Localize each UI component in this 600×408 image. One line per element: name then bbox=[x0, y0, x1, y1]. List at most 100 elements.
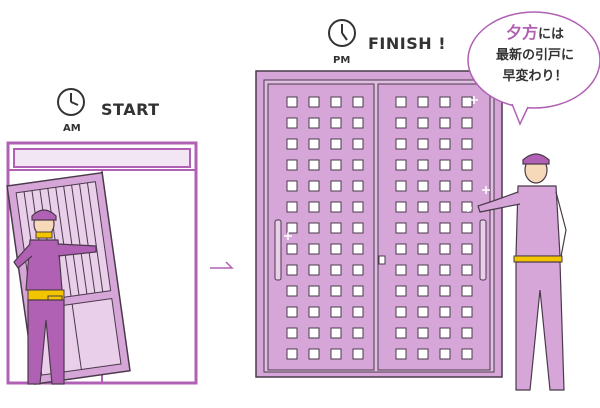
door-glass-pane bbox=[330, 243, 342, 255]
door-glass-pane bbox=[286, 222, 298, 234]
door-glass-pane bbox=[308, 117, 320, 129]
door-glass-pane bbox=[439, 306, 451, 318]
door-glass-pane bbox=[439, 96, 451, 108]
door-glass-pane bbox=[308, 180, 320, 192]
door-glass-pane bbox=[330, 348, 342, 360]
door-glass-pane bbox=[352, 306, 364, 318]
door-glass-pane bbox=[395, 306, 407, 318]
door-glass-pane bbox=[286, 180, 298, 192]
door-glass-pane bbox=[417, 243, 429, 255]
door-glass-pane bbox=[461, 180, 473, 192]
door-glass-pane bbox=[352, 264, 364, 276]
door-glass-pane bbox=[461, 306, 473, 318]
time-pm-label: PM bbox=[333, 55, 351, 66]
door-glass-pane bbox=[330, 285, 342, 297]
door-glass-pane bbox=[417, 201, 429, 213]
door-glass-pane bbox=[352, 327, 364, 339]
door-glass-pane bbox=[330, 96, 342, 108]
door-glass-pane bbox=[330, 264, 342, 276]
door-glass-pane bbox=[417, 180, 429, 192]
door-glass-pane bbox=[286, 117, 298, 129]
door-glass-pane bbox=[308, 222, 320, 234]
time-am-label: AM bbox=[63, 123, 81, 134]
door-glass-pane bbox=[286, 306, 298, 318]
speech-line2: 最新の引戸に bbox=[495, 48, 574, 63]
door-glass-pane bbox=[286, 348, 298, 360]
door-glass-pane bbox=[308, 243, 320, 255]
door-glass-pane bbox=[308, 96, 320, 108]
door-glass-pane bbox=[308, 348, 320, 360]
door-glass-pane bbox=[308, 306, 320, 318]
door-glass-pane bbox=[417, 306, 429, 318]
door-glass-pane bbox=[395, 222, 407, 234]
door-glass-pane bbox=[461, 327, 473, 339]
door-glass-pane bbox=[308, 285, 320, 297]
door-glass-pane bbox=[352, 243, 364, 255]
door-glass-pane bbox=[352, 201, 364, 213]
door-glass-pane bbox=[286, 201, 298, 213]
door-glass-pane bbox=[330, 327, 342, 339]
door-glass-pane bbox=[286, 327, 298, 339]
door-glass-pane bbox=[308, 201, 320, 213]
door-glass-pane bbox=[461, 117, 473, 129]
door-glass-pane bbox=[439, 222, 451, 234]
door-glass-pane bbox=[461, 285, 473, 297]
door-glass-pane bbox=[286, 285, 298, 297]
speech-text: 夕方には 最新の引戸に 早変わり！ bbox=[486, 22, 584, 87]
door-glass-pane bbox=[395, 243, 407, 255]
door-glass-pane bbox=[439, 243, 451, 255]
door-glass-pane bbox=[395, 138, 407, 150]
door-glass-pane bbox=[352, 348, 364, 360]
door-glass-pane bbox=[461, 264, 473, 276]
clock-pm-icon bbox=[328, 19, 356, 47]
door-glass-pane bbox=[417, 327, 429, 339]
door-glass-pane bbox=[461, 348, 473, 360]
worker-removing-door bbox=[13, 209, 97, 385]
door-glass-pane bbox=[395, 201, 407, 213]
door-glass-pane bbox=[330, 159, 342, 171]
door-glass-pane bbox=[395, 117, 407, 129]
door-glass-pane bbox=[439, 138, 451, 150]
door-glass-pane bbox=[330, 306, 342, 318]
door-glass-pane bbox=[286, 138, 298, 150]
door-glass-pane bbox=[417, 285, 429, 297]
door-glass-pane bbox=[286, 264, 298, 276]
start-label: START bbox=[101, 100, 160, 119]
door-glass-pane bbox=[439, 180, 451, 192]
door-glass-pane bbox=[439, 348, 451, 360]
door-glass-pane bbox=[352, 138, 364, 150]
door-glass-pane bbox=[461, 201, 473, 213]
door-glass-pane bbox=[395, 180, 407, 192]
door-glass-pane bbox=[417, 117, 429, 129]
door-glass-pane bbox=[395, 159, 407, 171]
door-glass-pane bbox=[417, 222, 429, 234]
door-glass-pane bbox=[308, 159, 320, 171]
door-glass-pane bbox=[330, 222, 342, 234]
speech-line3: 早変わり！ bbox=[502, 69, 568, 84]
door-glass-pane bbox=[330, 117, 342, 129]
door-glass-pane bbox=[286, 96, 298, 108]
door-glass-pane bbox=[286, 159, 298, 171]
door-glass-pane bbox=[417, 348, 429, 360]
door-glass-pane bbox=[439, 264, 451, 276]
door-glass-pane bbox=[395, 96, 407, 108]
door-glass-pane bbox=[439, 159, 451, 171]
door-glass-pane bbox=[308, 138, 320, 150]
speech-highlight: 夕方 bbox=[505, 23, 538, 42]
door-glass-pane bbox=[330, 138, 342, 150]
speech-bubble bbox=[467, 11, 600, 126]
door-glass-pane bbox=[395, 264, 407, 276]
door-glass-pane bbox=[352, 180, 364, 192]
door-glass-pane bbox=[352, 159, 364, 171]
finish-label: FINISH ! bbox=[368, 34, 447, 53]
clock-am-icon bbox=[57, 88, 85, 116]
door-glass-pane bbox=[417, 159, 429, 171]
door-glass-pane bbox=[461, 159, 473, 171]
door-glass-pane bbox=[461, 138, 473, 150]
door-glass-pane bbox=[286, 243, 298, 255]
new-sliding-door bbox=[255, 70, 503, 378]
door-glass-pane bbox=[395, 327, 407, 339]
door-glass-grid bbox=[286, 96, 473, 360]
door-glass-pane bbox=[439, 117, 451, 129]
door-glass-pane bbox=[439, 285, 451, 297]
